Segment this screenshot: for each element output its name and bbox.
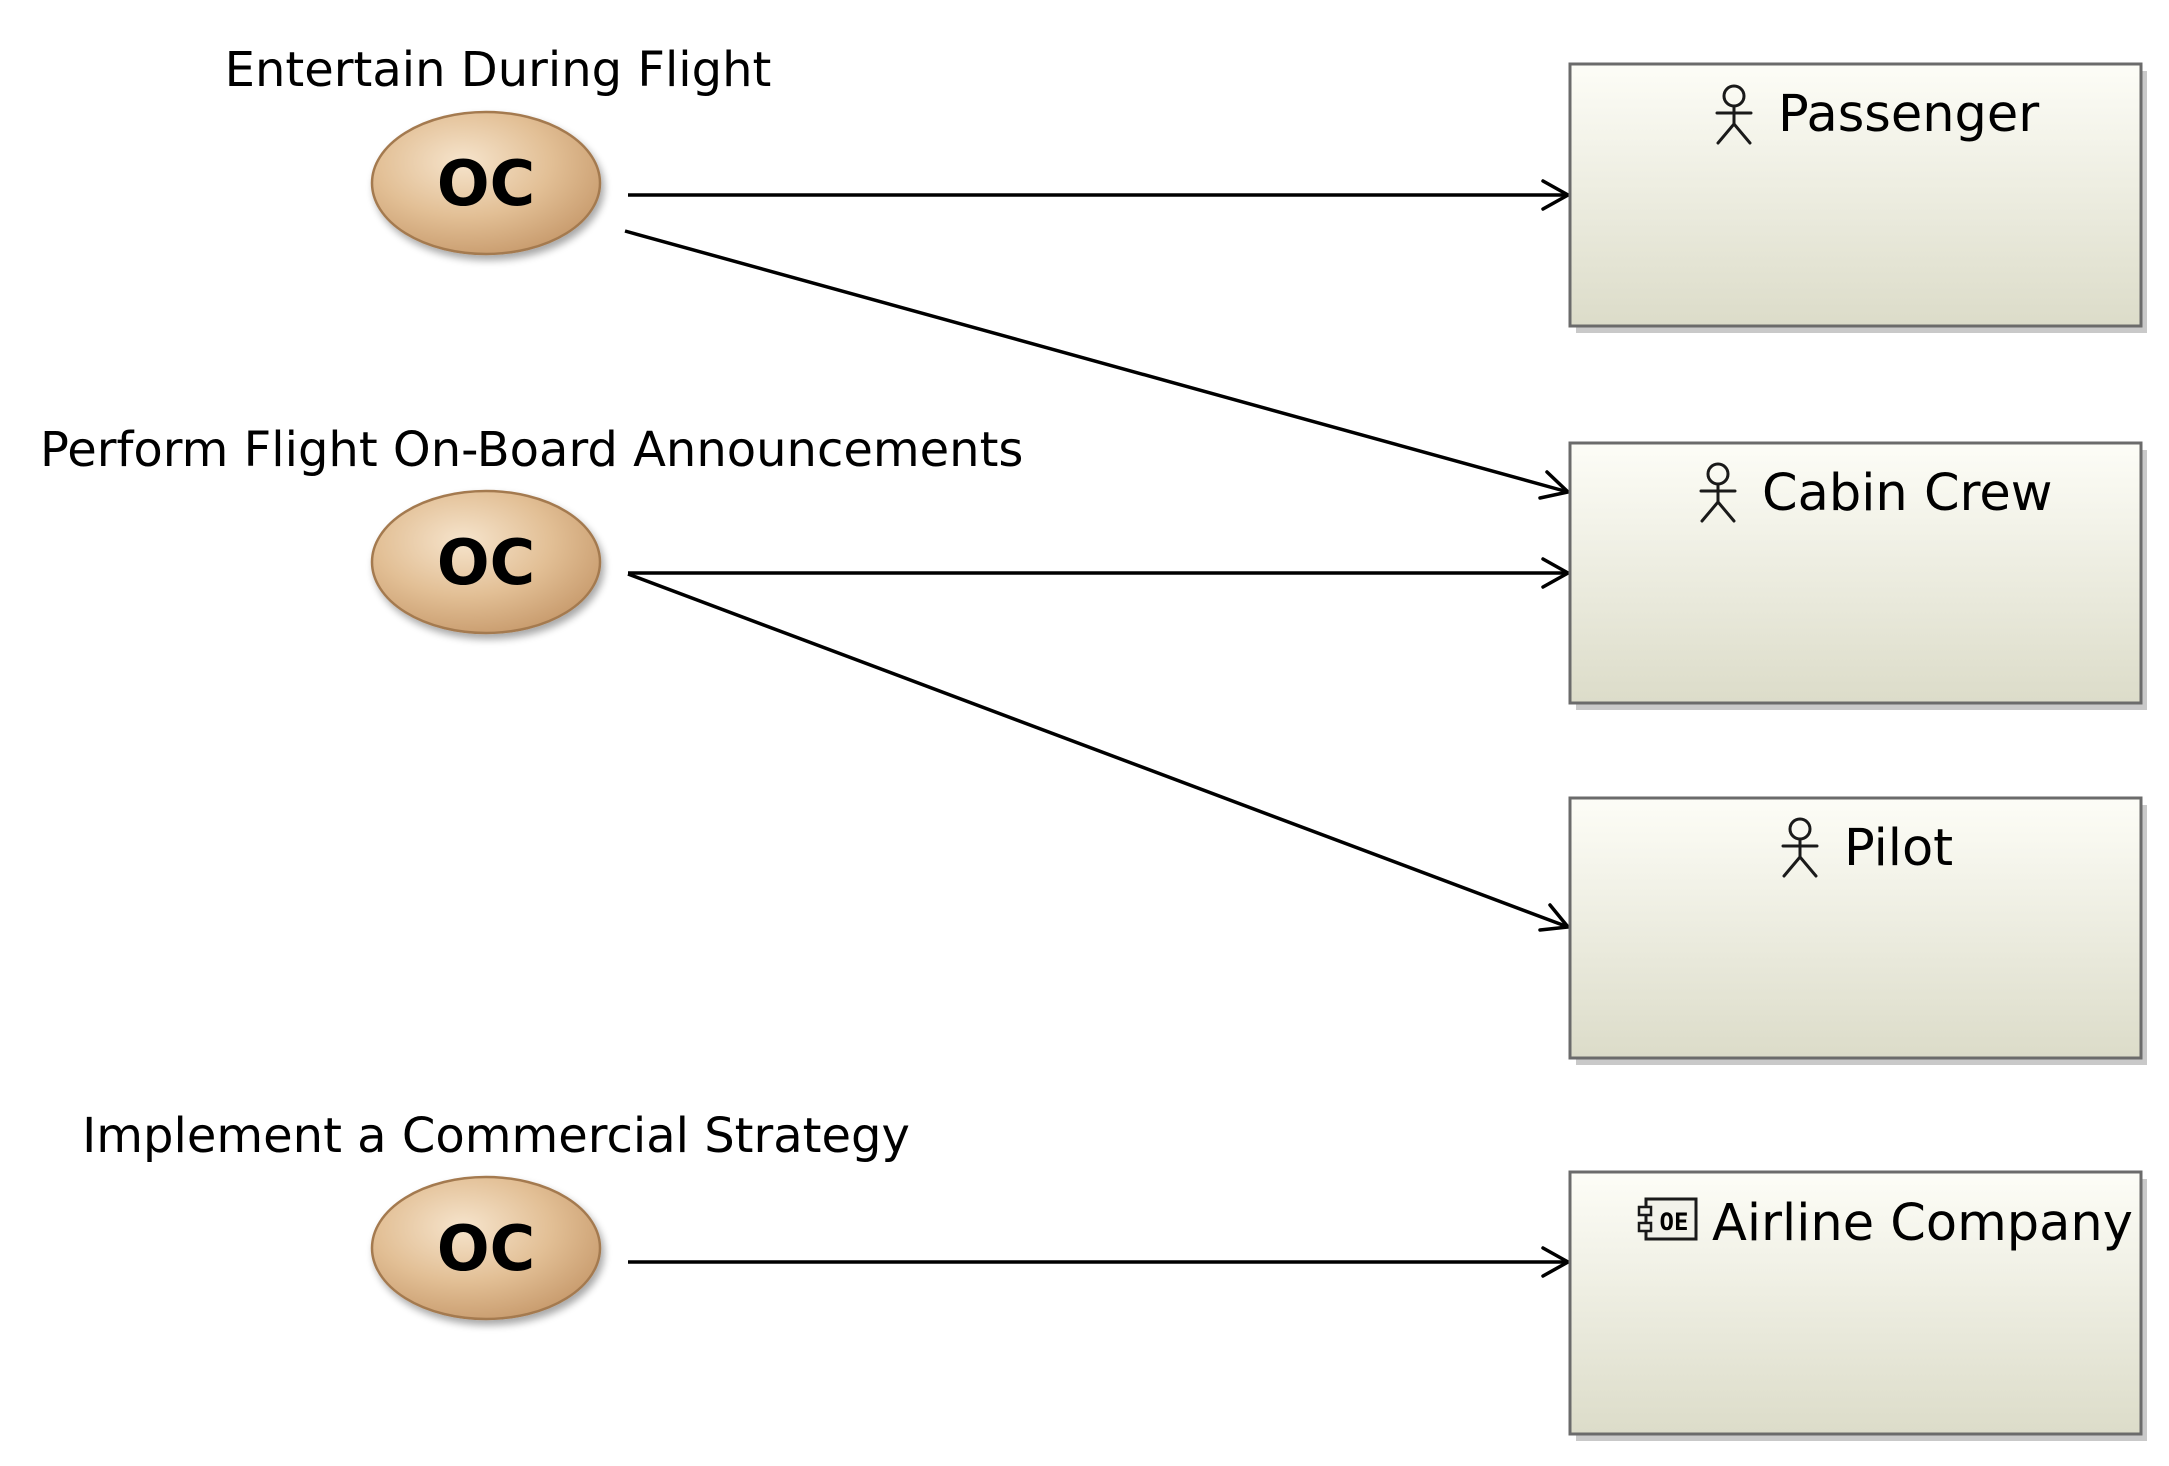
capability-label: Implement a Commercial Strategy [82,1108,910,1164]
oc-icon-text: OC [437,1212,535,1285]
actor-label: Passenger [1778,85,2039,144]
actor-box-passenger[interactable]: Passenger [1568,62,2147,333]
edges [624,179,1572,1278]
actor-label: Cabin Crew [1762,464,2053,523]
capability-implement-a-commercial-strategy[interactable]: Implement a Commercial Strategy OC [82,1108,910,1321]
entity-box-airline-company[interactable]: OE Airline Company [1568,1170,2147,1441]
actor-box-cabin-crew[interactable]: Cabin Crew [1568,441,2147,710]
edge-commercial-to-airline-company[interactable] [628,1246,1572,1278]
edge-entertain-to-passenger[interactable] [628,179,1572,211]
actor-label: Pilot [1844,819,1953,878]
edge-announcements-to-pilot[interactable] [627,572,1572,932]
oe-icon-text: OE [1660,1208,1689,1236]
capability-entertain-during-flight[interactable]: Entertain During Flight OC [225,42,772,256]
actor-box-pilot[interactable]: Pilot [1568,796,2147,1065]
capability-label: Entertain During Flight [225,42,772,98]
capability-label: Perform Flight On-Board Announcements [40,422,1023,478]
edge-announcements-to-cabin-crew[interactable] [628,557,1572,589]
oc-capability-icon: OC [370,110,602,256]
oc-icon-text: OC [437,147,535,220]
box-body [1568,441,2143,705]
edge-entertain-to-cabin-crew[interactable] [624,229,1572,500]
actor-label: Airline Company [1712,1194,2133,1253]
box-body [1568,62,2143,328]
oc-capability-icon: OC [370,489,602,635]
operational-entity-icon: OE [1637,1197,1698,1241]
capability-perform-flight-on-board-announcements[interactable]: Perform Flight On-Board Announcements OC [40,422,1023,635]
actor-icon [1699,462,1737,523]
box-body [1568,796,2143,1060]
actor-icon [1781,817,1819,878]
oc-icon-text: OC [437,526,535,599]
actor-icon [1715,84,1753,145]
oc-capability-icon: OC [370,1175,602,1321]
